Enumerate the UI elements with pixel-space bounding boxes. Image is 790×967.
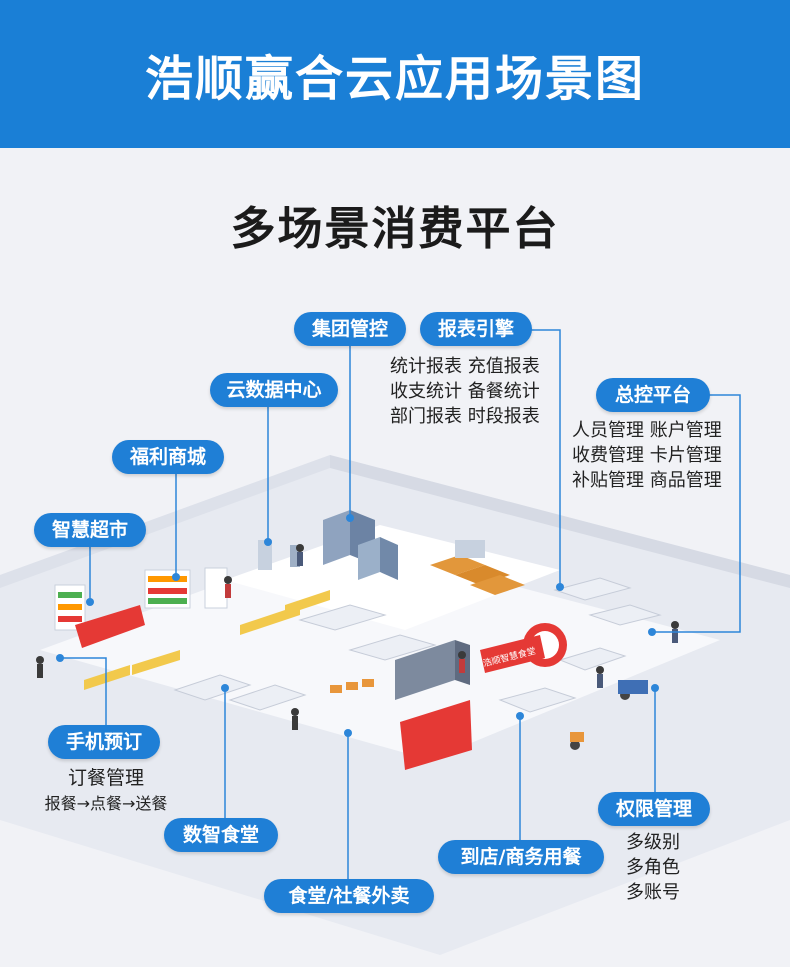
info-signs-icon xyxy=(84,590,330,690)
kiosk-icon xyxy=(258,540,300,570)
delivery-scooter-icon xyxy=(570,680,648,750)
tag-shuzhi-shitang: 数智食堂 xyxy=(164,818,278,852)
people-figures-icon xyxy=(36,544,679,730)
tag-jituan-guankong: 集团管控 xyxy=(294,312,406,346)
tag-daodian-yongcan: 到店/商务用餐 xyxy=(438,840,604,874)
office-desks-icon xyxy=(553,577,662,626)
zongkong-line: 人员管理 账户管理 xyxy=(572,420,722,441)
quanxian-line: 多级别 xyxy=(626,832,680,853)
supermarket-shelf-icon xyxy=(54,567,228,631)
shouji-list: 订餐管理 报餐→点餐→送餐 xyxy=(30,766,182,816)
quanxian-line: 多角色 xyxy=(626,857,680,878)
zongkong-list: 人员管理 账户管理 收费管理 卡片管理 补贴管理 商品管理 xyxy=(572,418,722,493)
warehouse-boxes-icon xyxy=(430,540,525,595)
tag-yun-shuju-zhongxin: 云数据中心 xyxy=(210,373,338,407)
food-tray-icon xyxy=(330,679,374,693)
canteen-sign-icon: 浩顺智慧食堂 xyxy=(480,623,567,673)
baobiao-line: 收支统计 备餐统计 xyxy=(390,381,540,402)
zongkong-line: 补贴管理 商品管理 xyxy=(572,470,722,491)
shouji-flow: 报餐→点餐→送餐 xyxy=(44,794,168,813)
tag-zongkong-pingtai: 总控平台 xyxy=(596,378,710,412)
baobiao-line: 统计报表 充值报表 xyxy=(390,356,540,377)
tag-shitang-waimai: 食堂/社餐外卖 xyxy=(264,879,434,913)
connector-dots xyxy=(56,514,659,737)
baobiao-line: 部门报表 时段报表 xyxy=(390,406,540,427)
header-banner: 浩顺赢合云应用场景图 xyxy=(0,0,790,148)
shouji-title: 订餐管理 xyxy=(67,767,144,789)
red-counter xyxy=(75,605,145,648)
connector-lines xyxy=(60,329,741,880)
red-counter-2 xyxy=(400,700,472,770)
zongkong-line: 收费管理 卡片管理 xyxy=(572,445,722,466)
tag-quanxian-guanli: 权限管理 xyxy=(598,792,710,826)
tag-zhihui-chaoshi: 智慧超市 xyxy=(34,513,146,547)
tag-baobiao-yinqing: 报表引擎 xyxy=(420,312,532,346)
wall-back-left xyxy=(0,455,330,588)
quanxian-list: 多级别 多角色 多账号 xyxy=(626,830,680,905)
page-title: 浩顺赢合云应用场景图 xyxy=(144,51,645,107)
tag-fuli-shangcheng: 福利商城 xyxy=(112,440,224,474)
dining-tables-icon xyxy=(173,604,627,713)
office-building-icon xyxy=(323,510,398,580)
tag-shouji-yuding: 手机预订 xyxy=(48,725,160,759)
baobiao-list: 统计报表 充值报表 收支统计 备餐统计 部门报表 时段报表 xyxy=(390,354,540,429)
section-subtitle: 多场景消费平台 xyxy=(230,202,560,255)
quanxian-line: 多账号 xyxy=(626,882,680,903)
